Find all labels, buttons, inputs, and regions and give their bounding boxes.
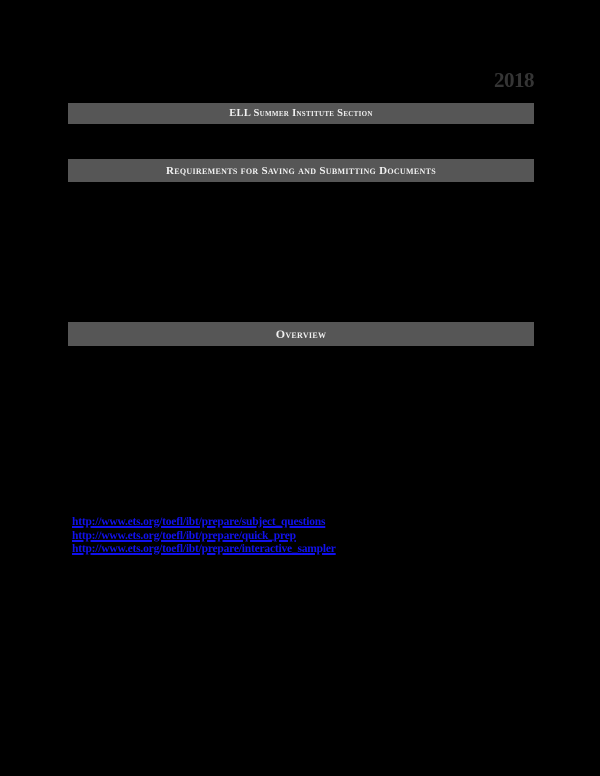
- resource-link-2[interactable]: http://www.ets.org/toefl/ibt/prepare/qui…: [72, 529, 296, 542]
- resource-link-3[interactable]: http://www.ets.org/toefl/ibt/prepare/int…: [72, 543, 336, 556]
- section-bar-overview-label: Overview: [275, 326, 327, 341]
- resource-link-list: http://www.ets.org/toefl/ibt/prepare/sub…: [72, 516, 472, 557]
- section-bar-requirements: Requirements for Saving and Submitting D…: [68, 159, 534, 182]
- year-stamp: 2018: [494, 68, 535, 92]
- section-bar-requirements-label: Requirements for Saving and Submitting D…: [166, 164, 436, 177]
- section-bar-ell-summer-institute: ELL Summer Institute Section: [68, 103, 534, 124]
- resource-link-1[interactable]: http://www.ets.org/toefl/ibt/prepare/sub…: [72, 516, 326, 528]
- section-bar-ell-summer-institute-label: ELL Summer Institute Section: [229, 108, 373, 119]
- section-bar-overview: Overview: [68, 322, 534, 346]
